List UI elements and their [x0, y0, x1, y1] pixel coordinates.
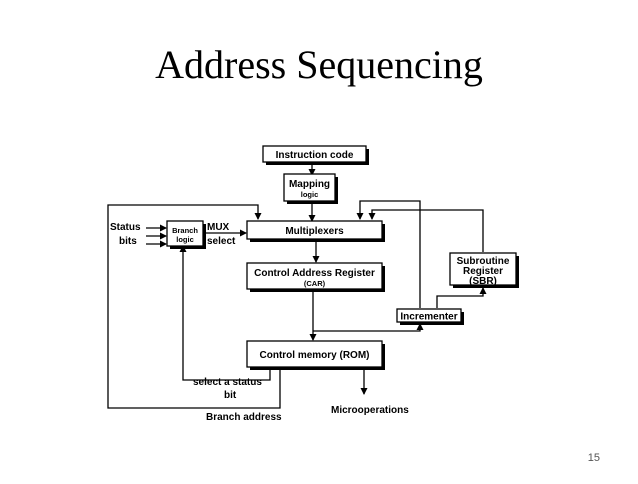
arrow-incrementer-to-mux [356, 200, 421, 308]
mapping-logic-label: logic [301, 190, 319, 199]
arrow-select-status-to-branch [179, 245, 271, 381]
microoperations-label: Microoperations [331, 405, 409, 416]
control-memory-label: Control memory (ROM) [260, 350, 370, 361]
incrementer-box: Incrementer [396, 308, 464, 325]
branch-address-label: Branch address [206, 412, 282, 423]
branch-address-path [107, 204, 281, 409]
mapping-logic-box: Mapping logic [283, 173, 338, 204]
arrow-car-to-incrementer [313, 323, 424, 332]
page-number: 15 [588, 452, 600, 464]
select-status-label: select a status [193, 377, 262, 388]
sbr-box: Subroutine Register (SBR) [449, 252, 519, 288]
mapping-label: Mapping [289, 179, 330, 190]
multiplexers-box: Multiplexers [246, 220, 385, 242]
car-box: Control Address Register (CAR) [246, 262, 385, 292]
select-status-bit-label: bit [224, 390, 237, 401]
instruction-code-box: Instruction code [262, 145, 369, 165]
branch-label: Branch [172, 226, 198, 235]
car-abbrev-label: (CAR) [304, 279, 326, 288]
mux-label: MUX [207, 222, 230, 233]
incrementer-label: Incrementer [400, 312, 457, 323]
branch-logic-box: Branch logic [166, 220, 206, 249]
sbr-label-line1: Subroutine [457, 256, 510, 267]
car-label: Control Address Register [254, 268, 375, 279]
branch-logic-label: logic [176, 235, 194, 244]
sbr-label-line3: (SBR) [469, 276, 497, 287]
status-label: Status [110, 222, 141, 233]
control-memory-box: Control memory (ROM) [246, 340, 385, 370]
sbr-label-line2: Register [463, 266, 503, 277]
bits-label: bits [119, 236, 137, 247]
multiplexers-label: Multiplexers [285, 226, 344, 237]
instruction-code-label: Instruction code [276, 150, 354, 161]
arrow-sbr-to-mux [368, 209, 484, 252]
arrow-incrementer-to-sbr [436, 287, 487, 308]
select-label: select [207, 236, 236, 247]
slide-title: Address Sequencing [155, 42, 483, 87]
